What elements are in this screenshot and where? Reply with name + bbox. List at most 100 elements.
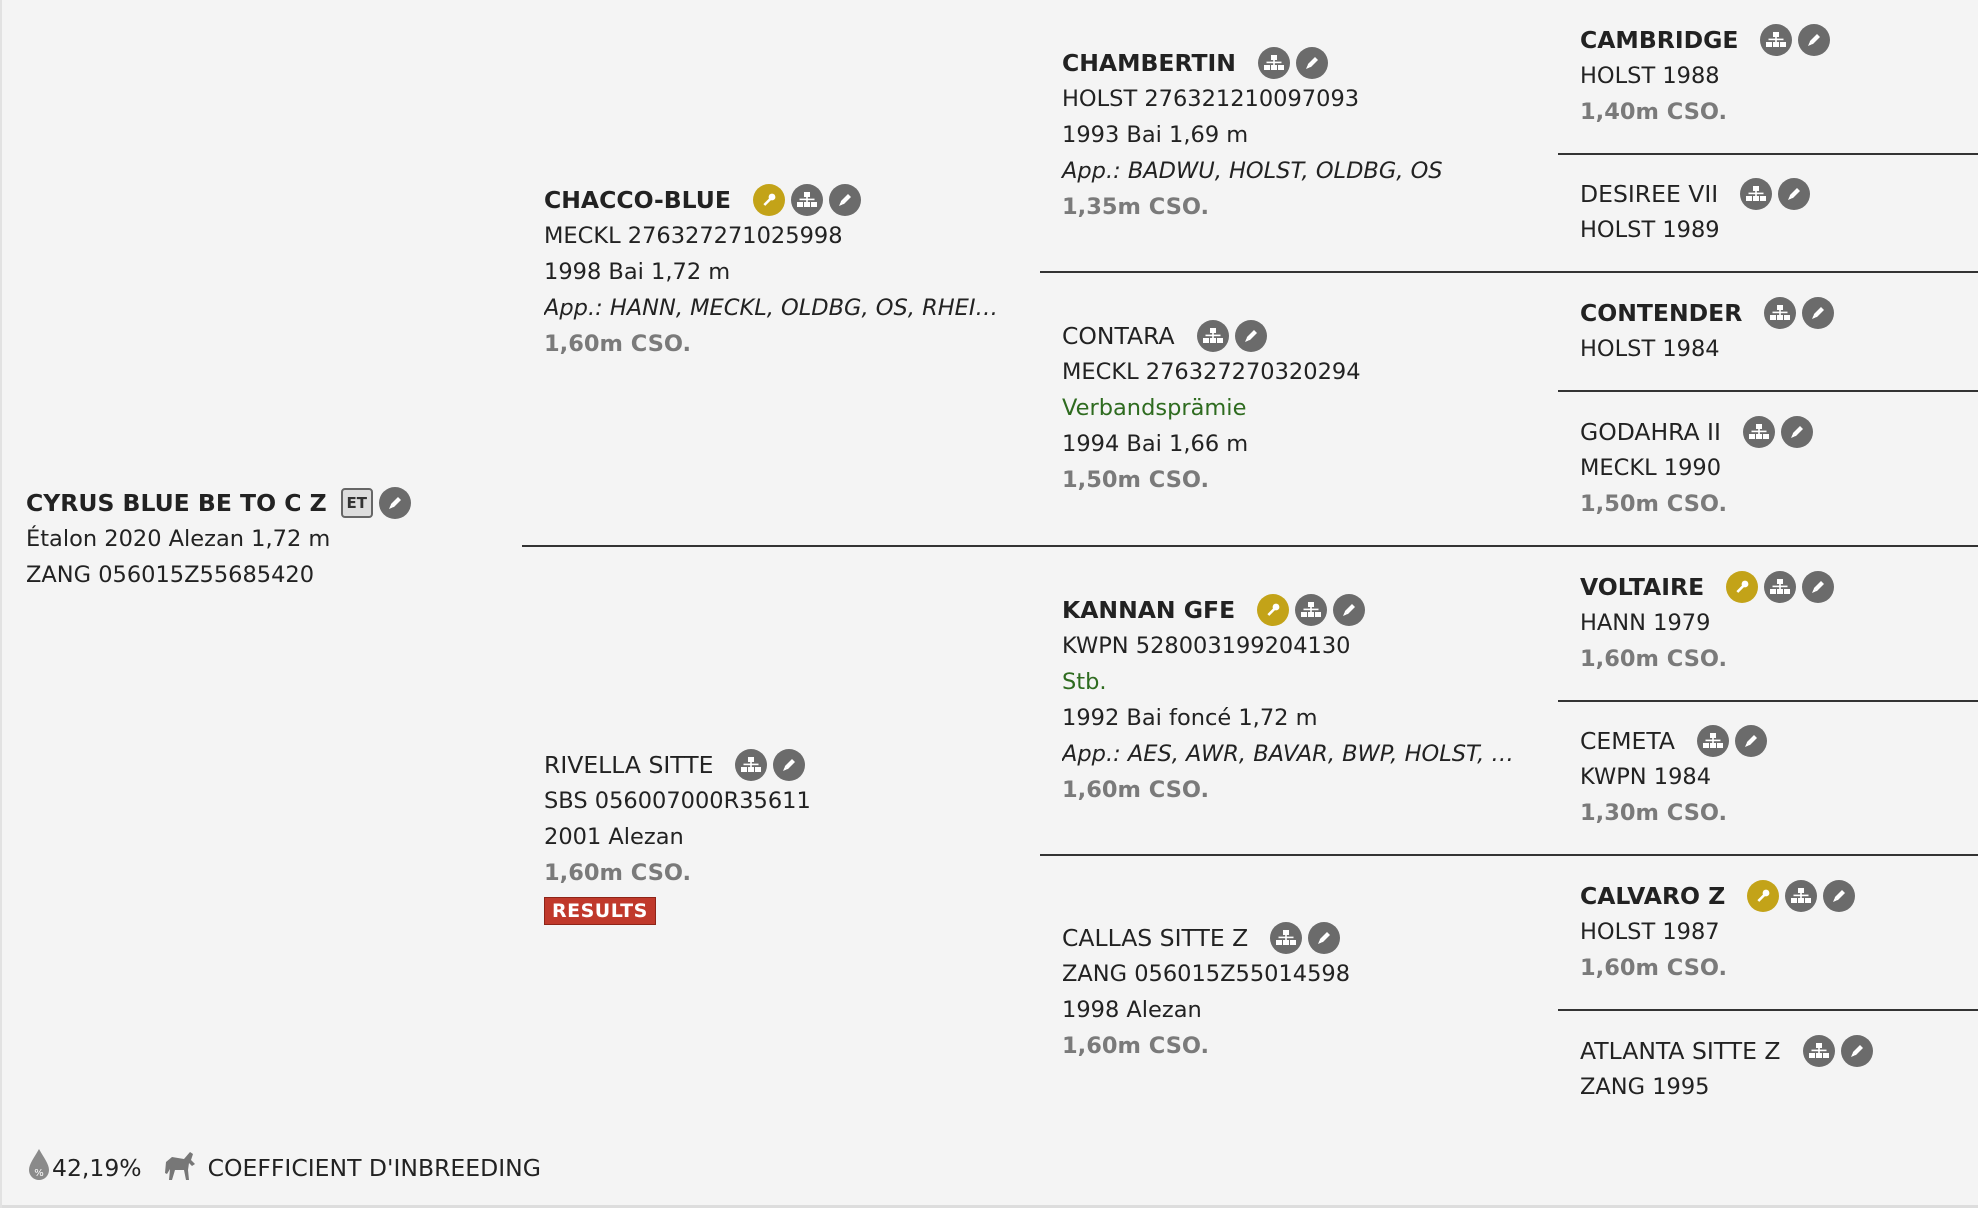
- pedigree-tree-icon[interactable]: [1785, 880, 1818, 912]
- sire-dam-horse: CONTARA MECKL 276327270320294 Verbandspr…: [1062, 318, 1361, 498]
- gg8-name[interactable]: ATLANTA SITTE Z: [1580, 1037, 1781, 1065]
- pencil-icon[interactable]: [1840, 1035, 1873, 1067]
- key-icon[interactable]: [1257, 594, 1290, 626]
- pencil-icon[interactable]: [1295, 47, 1328, 79]
- sire-sire-approvals: App.: BADWU, HOLST, OLDBG, OS: [1062, 158, 1443, 184]
- gg5-reg: HANN 1979: [1580, 610, 1711, 636]
- sire-reg: MECKL 276327271025998: [544, 223, 843, 249]
- dam-name[interactable]: RIVELLA SITTE: [544, 751, 714, 779]
- inbreeding-label[interactable]: COEFFICIENT D'INBREEDING: [207, 1154, 541, 1182]
- pencil-icon[interactable]: [1308, 922, 1341, 954]
- great-grandparent-5: VOLTAIRE HANN 1979 1,60m CSO.: [1580, 569, 1835, 677]
- gg1-performance: 1,40m CSO.: [1580, 99, 1728, 125]
- dam-birth: 2001 Alezan: [544, 824, 684, 850]
- key-icon[interactable]: [1747, 880, 1780, 912]
- pedigree-tree-icon[interactable]: [1196, 320, 1229, 352]
- gg7-reg: HOLST 1987: [1580, 919, 1720, 945]
- horse-icon[interactable]: [162, 1148, 198, 1188]
- pencil-icon[interactable]: [1802, 297, 1835, 329]
- sire-dam-performance: 1,50m CSO.: [1062, 467, 1210, 493]
- pencil-icon[interactable]: [1333, 594, 1366, 626]
- gg7-name[interactable]: CALVARO Z: [1580, 882, 1726, 910]
- subject-info: Étalon 2020 Alezan 1,72 m: [26, 526, 331, 552]
- dam-sire-reg: KWPN 528003199204130: [1062, 633, 1351, 659]
- pedigree-tree-icon[interactable]: [1802, 1035, 1835, 1067]
- divider-g7-g8: [1558, 1009, 1978, 1011]
- pedigree-tree-icon[interactable]: [1760, 24, 1793, 56]
- sire-sire-birth: 1993 Bai 1,69 m: [1062, 122, 1249, 148]
- gg1-reg: HOLST 1988: [1580, 63, 1720, 89]
- pencil-icon[interactable]: [1780, 416, 1813, 448]
- gg1-name[interactable]: CAMBRIDGE: [1580, 26, 1739, 54]
- sire-birth: 1998 Bai 1,72 m: [544, 259, 731, 285]
- pencil-icon[interactable]: [1802, 571, 1835, 603]
- dam-dam-name[interactable]: CALLAS SITTE Z: [1062, 924, 1249, 952]
- divider-g5-g6: [1558, 700, 1978, 702]
- sire-sire-name[interactable]: CHAMBERTIN: [1062, 49, 1236, 77]
- gg4-reg: MECKL 1990: [1580, 455, 1722, 481]
- sire-sire-reg: HOLST 276321210097093: [1062, 86, 1360, 112]
- gg5-name[interactable]: VOLTAIRE: [1580, 573, 1705, 601]
- divider-sire-dam: [522, 545, 1978, 547]
- great-grandparent-7: CALVARO Z HOLST 1987 1,60m CSO.: [1580, 878, 1856, 986]
- dam-sire-premium: Stb.: [1062, 669, 1107, 695]
- sire-dam-name[interactable]: CONTARA: [1062, 322, 1175, 350]
- pedigree-tree-icon[interactable]: [1257, 47, 1290, 79]
- pedigree-tree-icon[interactable]: [1764, 297, 1797, 329]
- dam-sire-horse: KANNAN GFE KWPN 528003199204130 Stb. 199…: [1062, 592, 1526, 808]
- pedigree-tree-icon[interactable]: [1740, 178, 1773, 210]
- pencil-icon[interactable]: [828, 184, 861, 216]
- dam-sire-performance: 1,60m CSO.: [1062, 777, 1210, 803]
- inbreeding-value: 42,19%: [52, 1154, 142, 1182]
- pedigree-tree-icon[interactable]: [790, 184, 823, 216]
- gg3-name[interactable]: CONTENDER: [1580, 299, 1743, 327]
- pencil-icon[interactable]: [1778, 178, 1811, 210]
- percent-drop-icon: %: [26, 1147, 52, 1189]
- subject-name[interactable]: CYRUS BLUE BE TO C Z: [26, 489, 327, 517]
- pedigree-tree-icon[interactable]: [1764, 571, 1797, 603]
- pencil-icon[interactable]: [1798, 24, 1831, 56]
- great-grandparent-3: CONTENDER HOLST 1984: [1580, 295, 1835, 367]
- svg-text:%: %: [34, 1168, 44, 1179]
- gg2-reg: HOLST 1989: [1580, 217, 1720, 243]
- pedigree-tree-icon[interactable]: [1295, 594, 1328, 626]
- dam-sire-name[interactable]: KANNAN GFE: [1062, 596, 1236, 624]
- subject-reg: ZANG 056015Z55685420: [26, 562, 315, 588]
- inbreeding-footer: % 42,19% COEFFICIENT D'INBREEDING: [26, 1148, 541, 1188]
- dam-dam-performance: 1,60m CSO.: [1062, 1033, 1210, 1059]
- sire-name[interactable]: CHACCO-BLUE: [544, 186, 731, 214]
- pencil-icon[interactable]: [1735, 725, 1767, 757]
- dam-dam-birth: 1998 Alezan: [1062, 997, 1202, 1023]
- key-icon[interactable]: [1726, 571, 1759, 603]
- pedigree-tree-icon[interactable]: [735, 749, 768, 781]
- gg2-name[interactable]: DESIREE VII: [1580, 180, 1719, 208]
- dam-horse: RIVELLA SITTE SBS 056007000R35611 2001 A…: [544, 747, 811, 928]
- pencil-icon[interactable]: [773, 749, 806, 781]
- pencil-icon[interactable]: [1234, 320, 1267, 352]
- divider-dam-parents: [1040, 854, 1978, 856]
- key-icon[interactable]: [752, 184, 785, 216]
- gg6-name[interactable]: CEMETA: [1580, 727, 1675, 755]
- pedigree-tree-icon[interactable]: [1270, 922, 1303, 954]
- great-grandparent-2: DESIREE VII HOLST 1989: [1580, 176, 1811, 248]
- gg4-performance: 1,50m CSO.: [1580, 491, 1728, 517]
- dam-dam-horse: CALLAS SITTE Z ZANG 056015Z55014598 1998…: [1062, 920, 1350, 1064]
- pencil-icon[interactable]: [1823, 880, 1856, 912]
- pencil-icon[interactable]: [378, 487, 411, 519]
- great-grandparent-1: CAMBRIDGE HOLST 1988 1,40m CSO.: [1580, 22, 1831, 130]
- gg6-performance: 1,30m CSO.: [1580, 800, 1728, 826]
- gg5-performance: 1,60m CSO.: [1580, 646, 1728, 672]
- divider-sire-parents: [1040, 271, 1978, 273]
- dam-sire-approvals: App.: AES, AWR, BAVAR, BWP, HOLST, KWP..…: [1062, 741, 1526, 767]
- subject-horse: CYRUS BLUE BE TO C Z ET Étalon 2020 Alez…: [26, 485, 411, 593]
- page-bottom-border: [2, 1205, 1978, 1208]
- results-button[interactable]: RESULTS: [544, 897, 656, 925]
- et-badge: ET: [340, 488, 373, 518]
- pedigree-tree-icon[interactable]: [1697, 725, 1729, 757]
- sire-dam-birth: 1994 Bai 1,66 m: [1062, 431, 1249, 457]
- gg3-reg: HOLST 1984: [1580, 336, 1720, 362]
- pedigree-tree-icon[interactable]: [1742, 416, 1775, 448]
- gg4-name[interactable]: GODAHRA II: [1580, 418, 1721, 446]
- gg8-reg: ZANG 1995: [1580, 1074, 1710, 1100]
- great-grandparent-6: CEMETA KWPN 1984 1,30m CSO.: [1580, 723, 1767, 831]
